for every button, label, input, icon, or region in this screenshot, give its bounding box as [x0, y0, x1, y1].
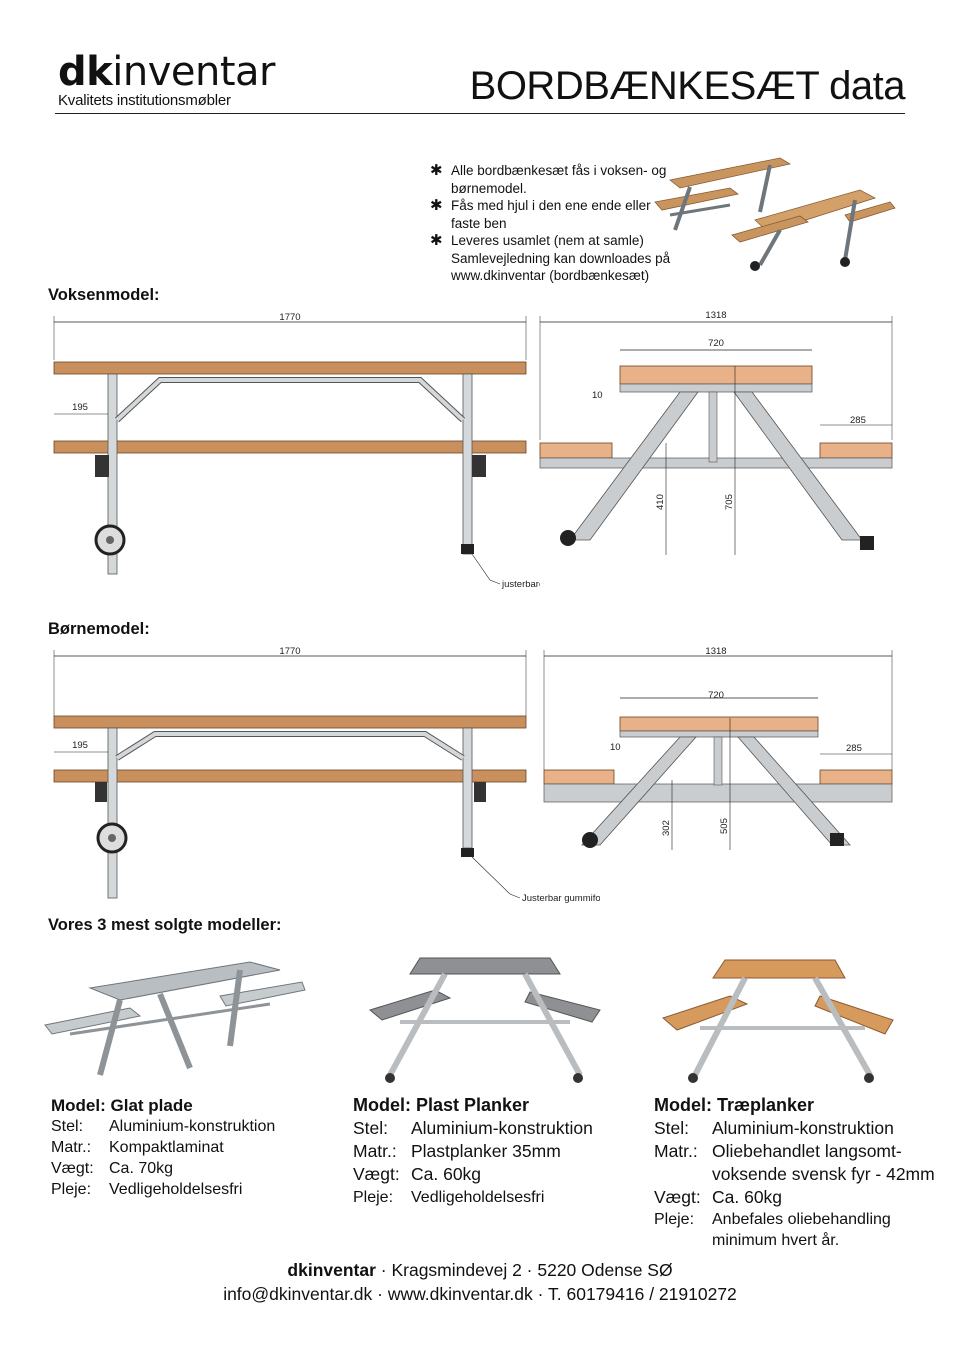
model-title: Model: Glat plade: [51, 1096, 193, 1115]
spec-row: Vægt:Ca. 60kg: [654, 1187, 783, 1207]
dim-seat-depth: 285: [846, 743, 862, 754]
dim-table-height: 505: [719, 818, 730, 834]
spec-row: Stel:Aluminium-konstruktion: [51, 1118, 276, 1135]
bench-seat: [53, 440, 527, 454]
dim-seat-height: 410: [655, 494, 666, 510]
model-title: Model: Plast Planker: [353, 1095, 530, 1115]
footer-brand: dkinventar: [287, 1260, 376, 1280]
dim-seat-depth: 285: [850, 415, 866, 426]
spec-row: Matr.:Plastplanker 35mm: [353, 1141, 561, 1161]
callout-feet: justerbare gummifødder: [501, 579, 540, 590]
logo-tagline: Kvalitets institutionsmøbler: [58, 92, 231, 109]
dim-gap: 10: [592, 390, 603, 401]
asterisk-icon: ✱: [430, 162, 443, 179]
feature-notes: ✱Alle bordbænkesæt fås i voksen- og børn…: [430, 162, 680, 285]
dim-width: 1318: [705, 310, 726, 321]
asterisk-icon: ✱: [430, 197, 443, 214]
boerne-end-view: 1318 720 10 285 302 505: [543, 646, 893, 850]
model-card-traeplanker: Model: Træplanker Stel:Aluminium-konstru…: [654, 1094, 954, 1251]
model-image-plast-planker: [368, 957, 601, 1083]
dim-overhang: 195: [72, 402, 88, 413]
boernemodel-label: Børnemodel:: [48, 620, 150, 638]
bench-seat: [53, 769, 527, 783]
models-heading: Vores 3 mest solgte modeller:: [48, 916, 282, 934]
model-card-plast-planker: Model: Plast Planker Stel:Aluminium-kons…: [353, 1094, 643, 1209]
model-title: Model: Træplanker: [654, 1095, 815, 1115]
model-image-glat-plade: [44, 961, 306, 1076]
voksenmodel-label: Voksenmodel:: [48, 286, 160, 304]
spec-row: Vægt:Ca. 60kg: [353, 1164, 482, 1184]
dim-length: 1770: [279, 646, 300, 657]
model-image-traeplanker: [662, 959, 894, 1083]
header-divider: [55, 113, 905, 114]
voksen-side-view: 1770 195 justerbare gummifødder: [53, 312, 540, 590]
boerne-side-view: 1770 195 Justerbar gummifod: [53, 646, 600, 904]
dim-width: 1318: [705, 646, 726, 657]
hero-product-image: [654, 157, 896, 271]
note-item: ✱Alle bordbænkesæt fås i voksen- og børn…: [430, 162, 667, 196]
footer-contact: info@dkinventar.dk · www.dkinventar.dk ·…: [223, 1284, 737, 1304]
asterisk-icon: ✱: [430, 232, 443, 249]
table-top-end: [619, 716, 819, 732]
spec-row: Pleje:Vedligeholdelsesfri: [51, 1181, 243, 1198]
dim-overhang: 195: [72, 740, 88, 751]
voksen-end-view: 1318 720 10 285 410 705: [539, 310, 893, 555]
dim-top-width: 720: [708, 690, 724, 701]
dim-top-width: 720: [708, 338, 724, 349]
note-item: ✱Fås med hjul i den ene ende eller faste…: [430, 197, 651, 231]
spec-row: Pleje:Anbefales oliebehandling minimum h…: [654, 1211, 891, 1249]
spec-row: Stel:Aluminium-konstruktion: [654, 1118, 894, 1138]
spec-row: Stel:Aluminium-konstruktion: [353, 1118, 593, 1138]
dim-table-height: 705: [724, 494, 735, 510]
callout-feet: Justerbar gummifod: [522, 893, 600, 904]
table-top-end: [619, 365, 813, 385]
table-top: [53, 715, 527, 729]
table-top: [53, 361, 527, 375]
wood-table-front: [731, 189, 896, 271]
page-title: BORDBÆNKESÆT data: [469, 64, 906, 108]
logo-wordmark: dkinventar: [58, 49, 275, 95]
spec-row: Matr.:Oliebehandlet langsomt-voksende sv…: [654, 1141, 935, 1184]
spec-row: Vægt:Ca. 70kg: [51, 1160, 174, 1177]
spec-row: Matr.:Kompaktlaminat: [51, 1139, 224, 1156]
dim-length: 1770: [279, 312, 300, 323]
company-logo: dkinventar Kvalitets institutionsmøbler: [58, 50, 275, 109]
spec-row: Pleje:Vedligeholdelsesfri: [353, 1189, 545, 1206]
note-item: ✱Leveres usamlet (nem at samle) Samlevej…: [430, 232, 671, 283]
model-card-glat-plade: Model: Glat plade Stel:Aluminium-konstru…: [51, 1095, 341, 1200]
footer-address: dkinventar · Kragsmindevej 2 · 5220 Oden…: [287, 1260, 673, 1280]
dim-gap: 10: [610, 742, 621, 753]
dim-seat-height: 302: [661, 820, 672, 836]
wood-table-back: [654, 157, 792, 231]
